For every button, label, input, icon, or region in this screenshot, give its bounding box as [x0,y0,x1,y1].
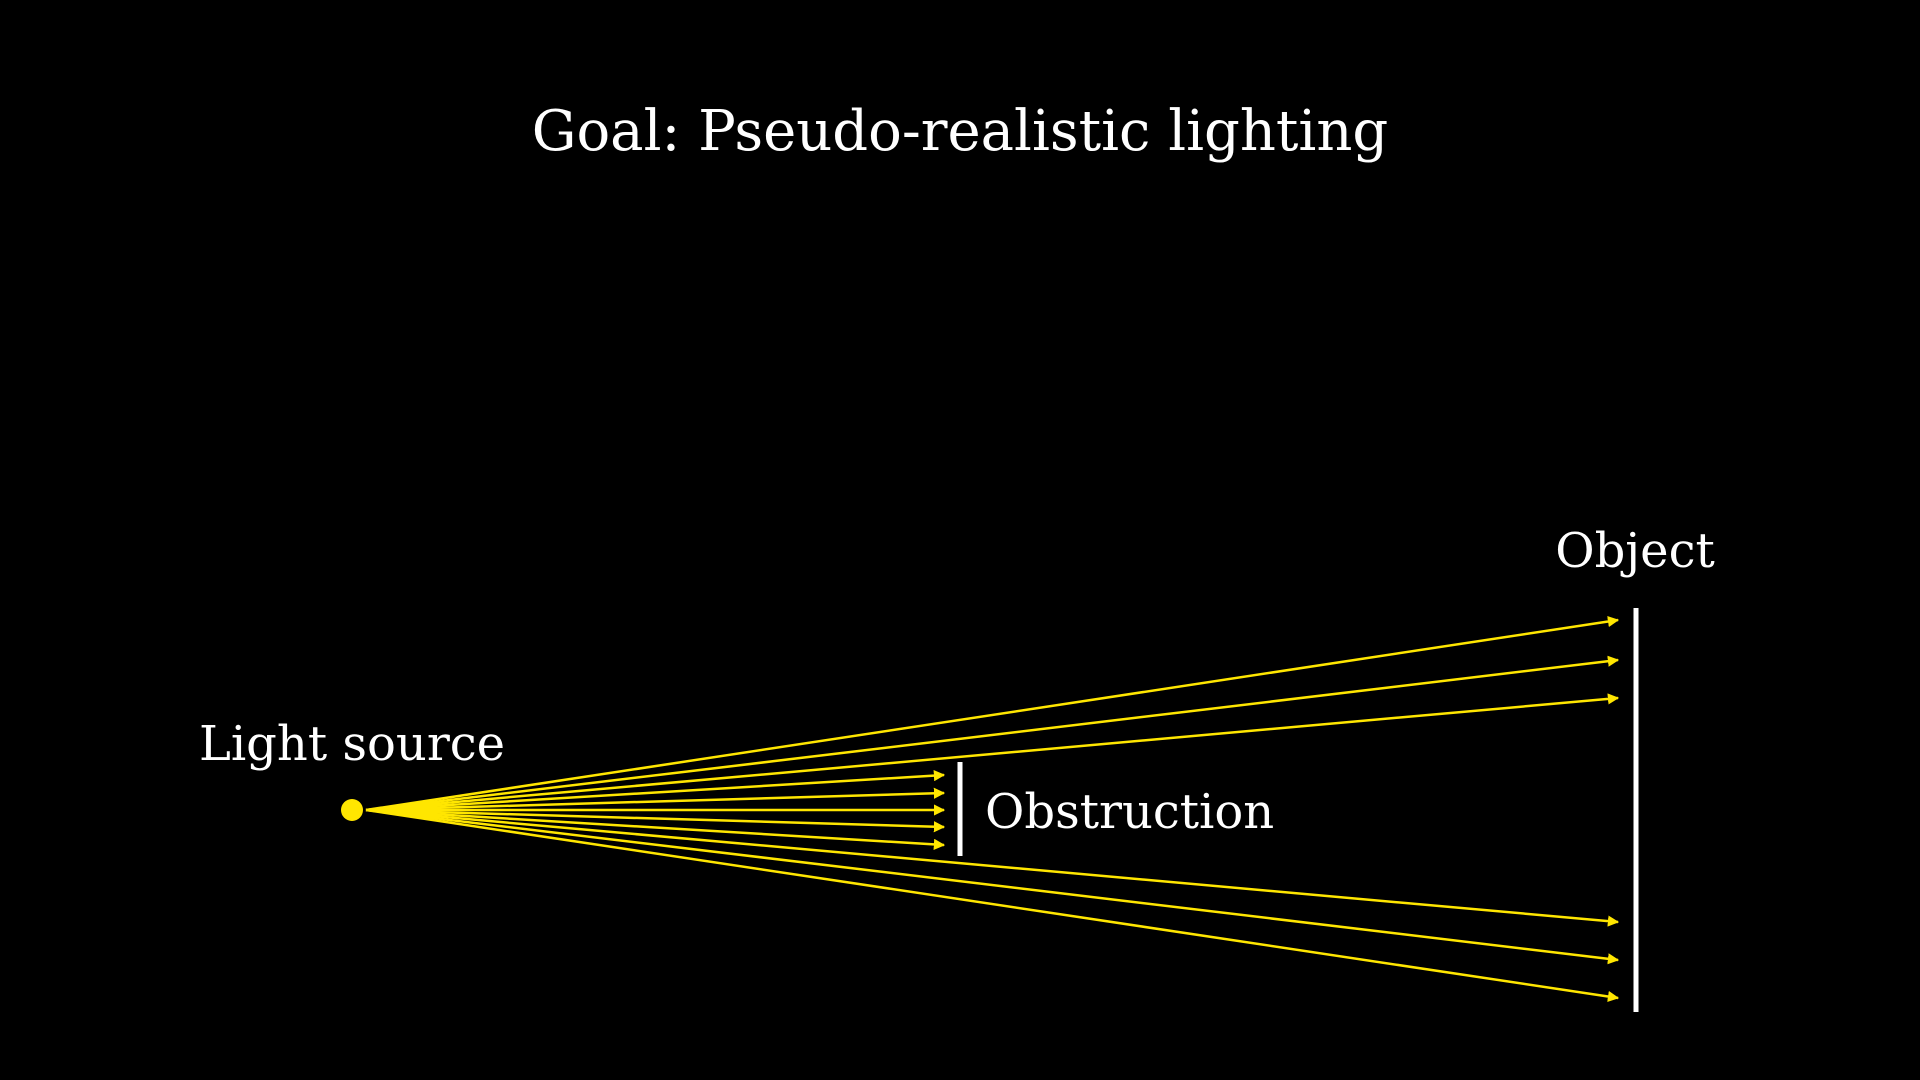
slide-title: Goal: Pseudo-realistic lighting [532,99,1389,164]
ray-to-obstruction [365,808,946,851]
ray-to-obstruction [365,808,946,833]
ray-to-object [365,808,1620,1003]
ray-to-object [365,808,1620,965]
ray-to-object [365,655,1620,812]
ray-to-object [365,615,1620,812]
obstruction-label: Obstruction [985,784,1274,840]
ray-to-obstruction [365,769,946,812]
light-rays [365,615,1620,1003]
light-source-label: Light source [199,716,505,772]
object-label: Object [1555,523,1715,579]
ray-to-object [365,693,1620,812]
ray-to-obstruction [365,787,946,812]
ray-to-object [365,808,1620,927]
light-source-dot [341,799,363,821]
